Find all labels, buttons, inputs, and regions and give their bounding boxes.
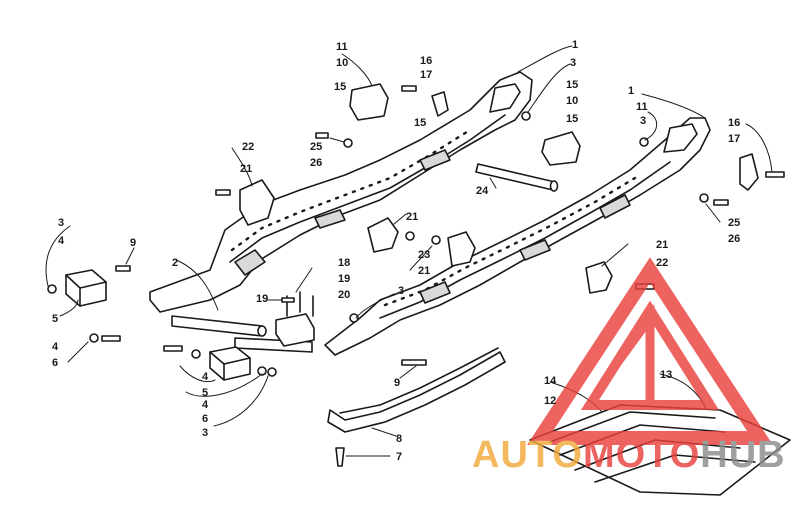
callout-4: 4 xyxy=(202,371,209,383)
callout-10: 10 xyxy=(336,57,348,69)
callout-12: 12 xyxy=(544,395,556,407)
callout-3: 3 xyxy=(202,427,208,439)
callout-26: 26 xyxy=(728,233,740,245)
slide-wear-strip xyxy=(327,347,506,433)
callout-16: 16 xyxy=(728,117,740,129)
callout-13: 13 xyxy=(660,369,672,381)
callout-21: 21 xyxy=(418,265,430,277)
callout-19: 19 xyxy=(256,293,268,305)
callout-21: 21 xyxy=(240,163,252,175)
callout-5: 5 xyxy=(52,313,58,325)
callout-7: 7 xyxy=(396,451,402,463)
watermark-triangle-outer xyxy=(527,257,773,445)
leader-lines xyxy=(45,45,773,457)
callout-25: 25 xyxy=(728,217,740,229)
callout-19: 19 xyxy=(338,273,350,285)
bumper-blocks xyxy=(65,269,251,381)
callout-11: 11 xyxy=(336,41,348,53)
callout-24: 24 xyxy=(476,185,489,197)
callout-10: 10 xyxy=(566,95,578,107)
callout-11: 11 xyxy=(636,101,648,113)
watermark-logo: AUTOMOTOHUB xyxy=(472,257,786,476)
callout-18: 18 xyxy=(338,257,350,269)
left-rail-frame xyxy=(149,71,533,313)
callout-17: 17 xyxy=(728,133,740,145)
mount-brackets xyxy=(239,83,759,294)
callout-3: 3 xyxy=(570,57,576,69)
callout-1: 1 xyxy=(572,39,578,51)
shock-mount xyxy=(275,291,315,347)
callout-9: 9 xyxy=(394,377,400,389)
callout-22: 22 xyxy=(242,141,254,153)
watermark-text-auto: AUTO xyxy=(472,434,583,476)
callout-3: 3 xyxy=(398,285,404,297)
line-art xyxy=(45,45,791,496)
callout-6: 6 xyxy=(202,413,208,425)
callout-2: 2 xyxy=(172,257,178,269)
cross-shafts xyxy=(171,163,559,353)
callout-9: 9 xyxy=(130,237,136,249)
callout-23: 23 xyxy=(418,249,430,261)
watermark-text-hub: HUB xyxy=(700,434,785,476)
callout-21: 21 xyxy=(656,239,668,251)
callout-3: 3 xyxy=(640,115,646,127)
callout-15: 15 xyxy=(566,113,578,125)
callout-4: 4 xyxy=(52,341,59,353)
callout-15: 15 xyxy=(414,117,426,129)
callout-8: 8 xyxy=(396,433,402,445)
callout-26: 26 xyxy=(310,157,322,169)
callout-15: 15 xyxy=(334,81,346,93)
callout-22: 22 xyxy=(656,257,668,269)
callout-4: 4 xyxy=(58,235,65,247)
watermark-triangle-bar xyxy=(608,304,655,405)
callout-14: 14 xyxy=(544,375,557,387)
callout-16: 16 xyxy=(420,55,432,67)
callout-15: 15 xyxy=(566,79,578,91)
callout-1: 1 xyxy=(628,85,634,97)
callout-4: 4 xyxy=(202,399,209,411)
callout-5: 5 xyxy=(202,387,208,399)
watermark-text: AUTOMOTOHUB xyxy=(472,434,786,476)
callout-17: 17 xyxy=(420,69,432,81)
watermark-text-moto: MOTO xyxy=(583,434,700,476)
callout-20: 20 xyxy=(338,289,350,301)
callout-21: 21 xyxy=(406,211,418,223)
callout-25: 25 xyxy=(310,141,322,153)
callout-3: 3 xyxy=(58,217,64,229)
callout-6: 6 xyxy=(52,357,58,369)
